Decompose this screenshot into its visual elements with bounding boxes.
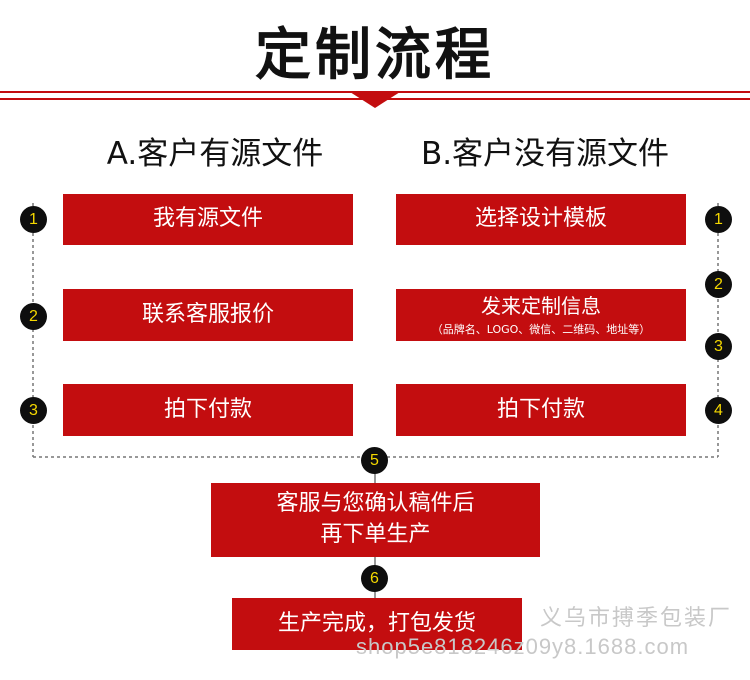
step-6-label: 生产完成，打包发货 [277,610,476,636]
step-b4-box: 拍下付款 [396,384,686,436]
step-b2-box: 发来定制信息 （品牌名、LOGO、微信、二维码、地址等） [396,289,686,341]
watermark-shop-name: 义乌市搏季包装厂 [539,606,732,631]
step-a3-label: 拍下付款 [163,396,252,422]
badge-b3: 3 [705,333,732,360]
step-b4-label: 拍下付款 [496,396,585,422]
column-b-heading: B.客户没有源文件 [420,136,670,172]
badge-5: 5 [361,447,388,474]
step-5-line2: 再下单生产 [320,522,431,547]
step-a2-label: 联系客服报价 [141,301,274,327]
badge-a2: 2 [20,303,47,330]
badge-a1: 1 [20,206,47,233]
step-a1-box: 我有源文件 [63,194,353,245]
watermark-shop-url: shop5e818246z09y8.1688.com [356,634,690,659]
step-6-box: 生产完成，打包发货 [232,598,522,650]
step-a3-box: 拍下付款 [63,384,353,436]
column-a-heading: A.客户有源文件 [106,136,324,172]
step-b1-box: 选择设计模板 [396,194,686,245]
badge-b4: 4 [705,397,732,424]
badge-a3: 3 [20,397,47,424]
page-title: 定制流程 [255,23,495,88]
step-b1-label: 选择设计模板 [474,206,607,232]
step-a2-box: 联系客服报价 [63,289,353,341]
badge-b1: 1 [705,206,732,233]
header-chevron [350,92,400,108]
step-a1-label: 我有源文件 [152,206,263,232]
step-b2-label: 发来定制信息 [481,294,601,319]
step-5-line1: 客服与您确认稿件后 [276,491,475,517]
badge-6: 6 [361,565,388,592]
step-5-box: 客服与您确认稿件后 再下单生产 [211,483,540,557]
step-b2-sub: （品牌名、LOGO、微信、二维码、地址等） [431,323,651,337]
badge-b2: 2 [705,271,732,298]
